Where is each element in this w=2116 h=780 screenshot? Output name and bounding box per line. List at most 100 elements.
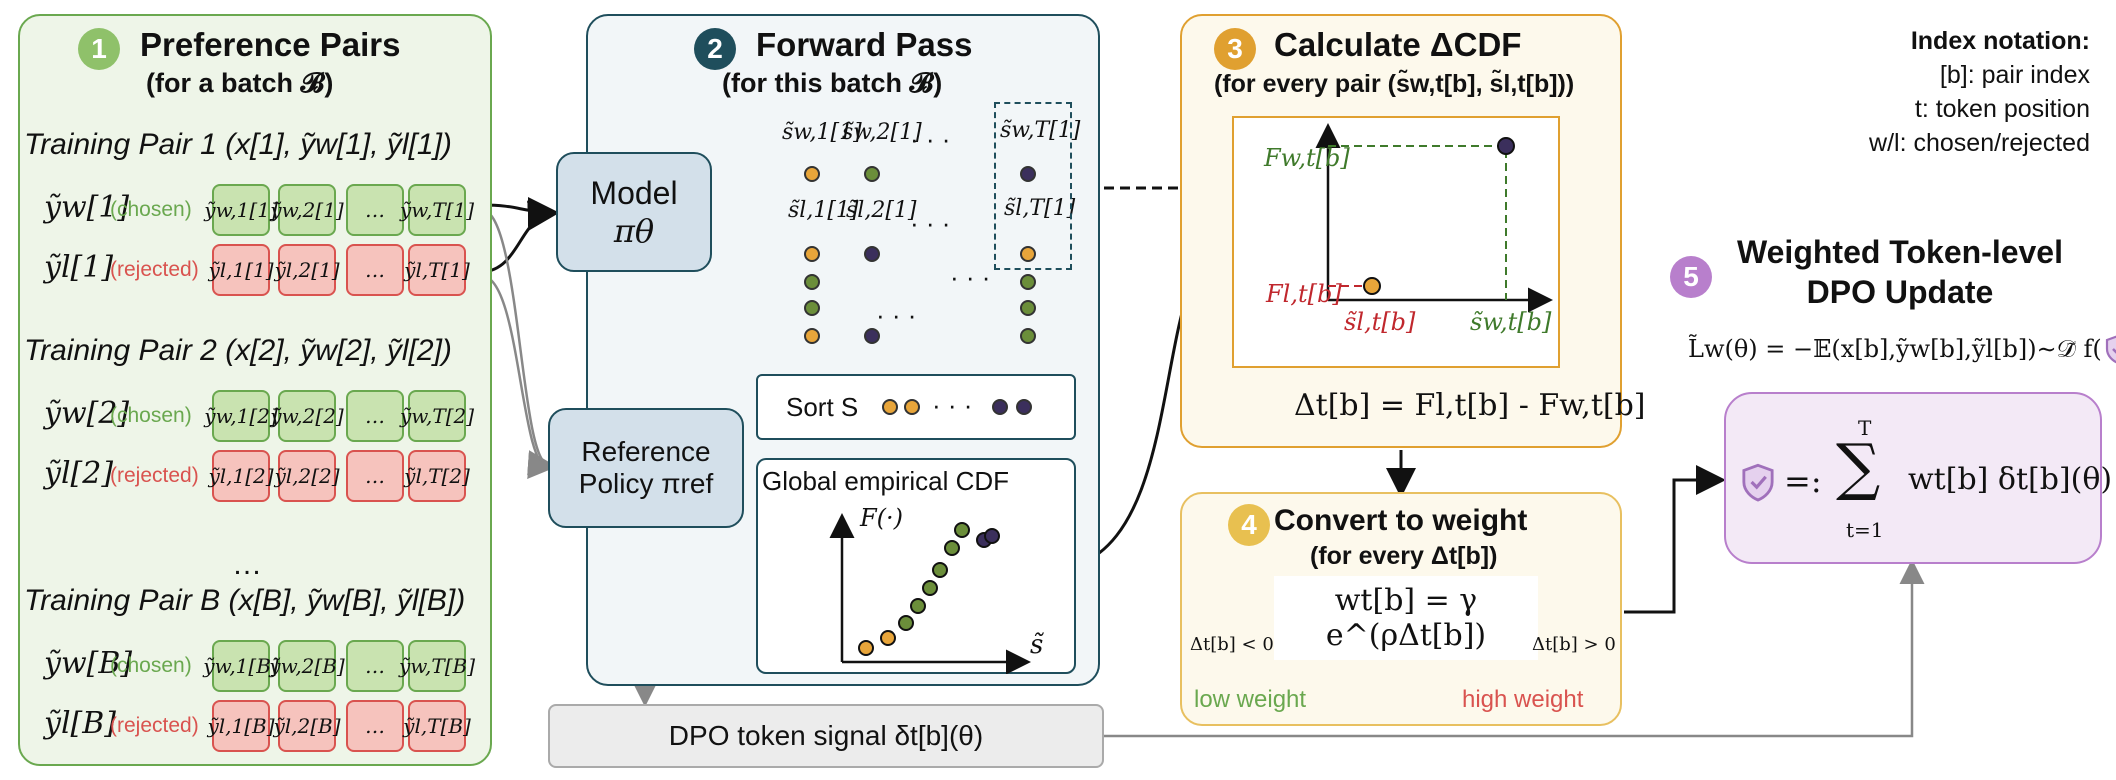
model-label: Model [590, 174, 678, 211]
dpo-token-signal-box: DPO token signal δt[b](θ) [548, 704, 1104, 768]
sorted-dot [992, 399, 1008, 415]
score-dots: · · · [876, 300, 917, 330]
pair-variable: ỹw[B] [44, 646, 133, 681]
update-box [1724, 392, 2102, 564]
panel-subtitle: (for this batch 𝓑) [722, 68, 943, 98]
step-badge-4: 4 [1228, 504, 1270, 546]
sum-symbol: ∑ [1836, 430, 1881, 503]
sum-lower-limit: t=1 [1846, 518, 1884, 542]
cdf-point [944, 540, 960, 556]
shield-check-icon [1742, 463, 1774, 502]
summand: wt[b] δt[b](θ) [1908, 462, 2113, 497]
cdf-title: Global empirical CDF [762, 466, 1010, 496]
notation-title: Index notation: [1910, 27, 2090, 55]
score-dot [804, 328, 820, 344]
rejected-token: … [346, 450, 404, 502]
pair-variable: ỹl[B] [44, 706, 116, 741]
sorted-dot [1016, 399, 1032, 415]
panel-title: Preference Pairs [140, 26, 401, 63]
step-badge-1: 1 [78, 28, 120, 70]
cdf-point [922, 580, 938, 596]
score-dot [864, 328, 880, 344]
step-badge-2: 2 [694, 28, 736, 70]
rejected-token: … [346, 244, 404, 296]
rejected-token: ỹl,T[2] [404, 450, 470, 502]
pair-variable: ỹl[2] [44, 456, 114, 491]
arrow-pair-to-ref-2 [481, 274, 553, 479]
chosen-token: ỹw,1[2] [204, 390, 278, 442]
chosen-token: ỹw,T[1] [400, 184, 474, 236]
model-symbol: πθ [613, 211, 655, 250]
chosen-token: ỹw,2[1] [270, 184, 344, 236]
weight-formula: wt[b] = γ e^(ρΔt[b]) [1274, 576, 1538, 660]
score-dot [1020, 300, 1036, 316]
selected-column-box [994, 102, 1072, 270]
panel-title: Weighted Token-level DPO Update [1700, 232, 2100, 312]
score-dots: · · · [910, 124, 951, 154]
step-badge-3: 3 [1214, 28, 1256, 70]
notation-line: [b]: pair index [1939, 61, 2090, 89]
rejected-token: ỹl,2[B] [273, 700, 341, 752]
sorted-dot [882, 399, 898, 415]
rejected-token: ỹl,1[2] [208, 450, 274, 502]
cdf-xlabel: s̃ [1030, 630, 1044, 660]
rejected-token: ỹl,T[1] [404, 244, 470, 296]
s-w-label: s̃w,t[b] [1470, 308, 1552, 336]
chosen-token: … [346, 390, 404, 442]
high-weight-label: high weight [1462, 686, 1584, 713]
chosen-tag: (chosen) [110, 198, 192, 221]
chosen-token: … [346, 640, 404, 692]
score-dot [804, 166, 820, 182]
rejected-token: ỹl,2[1] [274, 244, 340, 296]
loss-formula: L̃w(θ) = −𝔼(x[b],ỹw[b],ỹl[b])∼𝒟̃ f( ) [1688, 334, 2116, 364]
F-l-label: Fl,t[b] [1266, 280, 1342, 308]
step-badge-5: 5 [1670, 256, 1712, 298]
chosen-token: ỹw,2[B] [269, 640, 345, 692]
sum-upper-limit: T [1858, 416, 1872, 440]
pair-label: Training Pair 2 (x[2], ỹw[2], ỹl[2]) [24, 334, 452, 367]
score-dot [804, 274, 820, 290]
score-label: s̃w,T[1] [1000, 118, 1081, 143]
index-notation: Index notation: [b]: pair index t: token… [1869, 24, 2090, 160]
rejected-point [1363, 277, 1381, 295]
arrow-pair-to-model-2 [481, 200, 558, 274]
chosen-token: … [346, 184, 404, 236]
sort-box: Sort S [756, 374, 1076, 440]
score-dot [1020, 246, 1036, 262]
F-w-label: Fw,t[b] [1264, 144, 1350, 172]
chosen-tag: (chosen) [110, 404, 192, 427]
model-box[interactable]: Model πθ [556, 152, 712, 272]
score-dot [1020, 274, 1036, 290]
rejected-token: ỹl,2[2] [274, 450, 340, 502]
panel-subtitle: (for a batch 𝓑) [146, 68, 334, 98]
chosen-token: ỹw,1[B] [203, 640, 279, 692]
pair-label: Training Pair B (x[B], ỹw[B], ỹl[B]) [24, 584, 466, 617]
reference-policy-box[interactable]: Reference Policy πref [548, 408, 744, 528]
pair-variable: ỹw[2] [44, 396, 130, 431]
arrow-pair-to-model [481, 196, 558, 227]
panel-title: Convert to weight [1274, 504, 1528, 537]
chosen-token: ỹw,2[2] [270, 390, 344, 442]
panel-title-line1: Weighted Token-level [1737, 234, 2063, 270]
cdf-point [984, 528, 1000, 544]
chosen-token: ỹw,T[2] [400, 390, 474, 442]
rejected-token: ỹl,1[B] [207, 700, 275, 752]
cdf-point [880, 630, 896, 646]
score-dots: · · · [950, 262, 991, 292]
reference-symbol: Policy πref [578, 468, 714, 499]
pair-ellipsis: … [232, 548, 262, 581]
score-label: s̃l,1[1] [788, 198, 859, 223]
notation-line: t: token position [1914, 95, 2090, 123]
cdf-ylabel: F(·) [860, 504, 904, 532]
sorted-dot [904, 399, 920, 415]
panel-title: Forward Pass [756, 26, 973, 63]
pair-variable: ỹw[1] [44, 190, 130, 225]
notation-line: w/l: chosen/rejected [1869, 129, 2090, 157]
score-dots: · · · [910, 208, 951, 238]
cdf-point [898, 615, 914, 631]
score-label: s̃l,T[1] [1004, 196, 1076, 221]
score-label: s̃w,2[1] [842, 120, 922, 145]
update-def-prefix: =: [1784, 462, 1822, 500]
score-dot [864, 166, 880, 182]
rejected-token: … [346, 700, 404, 752]
